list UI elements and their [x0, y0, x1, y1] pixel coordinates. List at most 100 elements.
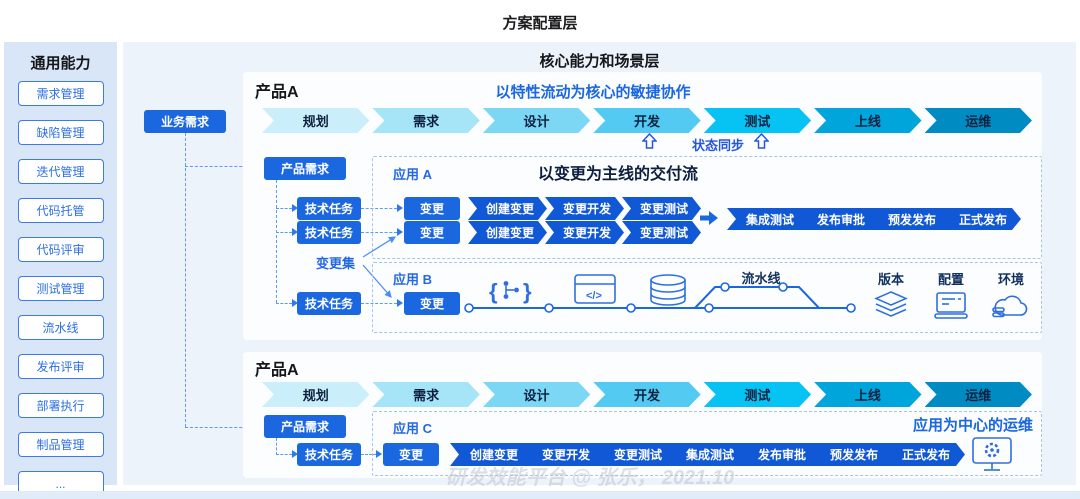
app-c-container	[372, 411, 1042, 476]
database-icon	[650, 274, 686, 306]
product-panel-2: 产品A 规划 需求 设计 开发 测试 上线 运维 产品需求 技术任务 应用 C …	[243, 352, 1042, 478]
delivery-flow-title: 以变更为主线的交付流	[537, 166, 698, 183]
core-layer-title: 核心能力和场景层	[539, 53, 660, 70]
svg-text:</>: </>	[586, 290, 602, 302]
flow-chevron-test: 变更测试	[622, 197, 701, 220]
flow-chevron-test: 变更测试	[622, 221, 701, 244]
git-icon: { }	[489, 279, 532, 304]
connector-line	[276, 208, 292, 209]
connector-line	[276, 454, 292, 455]
solution-config-layer-title: 方案配置层	[502, 15, 578, 32]
release-chevron-pre-release: 预发发布	[869, 208, 950, 230]
ops-title: 应用为中心的运维	[912, 417, 1033, 434]
product-requirement-box: 产品需求	[264, 157, 346, 180]
arrowhead-icon	[376, 450, 382, 458]
arrowhead-icon	[397, 204, 403, 212]
flow-chevron-develop: 变更开发	[522, 443, 605, 466]
connector-line	[361, 232, 397, 233]
sidebar-item-code-hosting: 代码托管	[17, 198, 104, 223]
business-requirement-box: 业务需求	[144, 110, 226, 133]
stage-operate: 运维	[925, 108, 1032, 133]
app-a-label: 应用 A	[393, 167, 433, 182]
release-chevron-integration-test: 集成测试	[727, 208, 808, 230]
connector-line	[185, 133, 186, 427]
connector-line	[276, 180, 277, 303]
monitor-gear-icon	[972, 437, 1012, 471]
sidebar-item-artifact-mgmt: 制品管理	[17, 432, 104, 457]
connector-line	[361, 208, 397, 209]
stage-pipeline: 规划 需求 设计 开发 测试 上线 运维	[262, 382, 1032, 407]
status-sync-label: 状态同步	[691, 138, 744, 153]
flow-chevron-pre-release: 预发发布	[810, 443, 893, 466]
flow-chevron-create: 创建变更	[450, 443, 533, 466]
flow-chevron-create: 创建变更	[468, 197, 547, 220]
stage-planning: 规划	[262, 382, 369, 407]
env-label: 环境	[997, 272, 1024, 287]
connector-line	[361, 303, 397, 304]
flow-chevron-approval: 发布审批	[738, 443, 821, 466]
arrowhead-icon	[292, 204, 298, 212]
artifact-env: 环境	[983, 269, 1039, 322]
sidebar-item-deploy-exec: 部署执行	[17, 393, 104, 418]
stage-operate: 运维	[925, 382, 1032, 407]
stage-develop: 开发	[593, 382, 700, 407]
arrowhead-icon	[397, 228, 403, 236]
change-box: 变更	[404, 292, 460, 315]
stage-design: 设计	[483, 108, 590, 133]
stage-planning: 规划	[262, 108, 369, 133]
svg-text:{: {	[489, 279, 498, 304]
flow-chevron-develop: 变更开发	[545, 221, 624, 244]
arrowhead-icon	[397, 299, 403, 307]
change-set-connector	[362, 236, 397, 298]
flow-chevron-create: 创建变更	[468, 221, 547, 244]
flow-arrow-icon	[700, 211, 718, 225]
connector-line	[185, 427, 257, 428]
connector-line	[185, 166, 257, 167]
arrowhead-icon	[292, 299, 298, 307]
stage-launch: 上线	[814, 108, 921, 133]
stage-requirement: 需求	[372, 108, 479, 133]
sidebar-title: 通用能力	[30, 55, 91, 72]
version-icon	[874, 291, 908, 317]
release-chevron-official-release: 正式发布	[940, 208, 1021, 230]
stage-develop: 开发	[593, 108, 700, 133]
stage-test: 测试	[704, 382, 811, 407]
connector-line	[361, 454, 376, 455]
app-b-container	[372, 262, 1042, 333]
up-arrow-icon	[754, 133, 769, 149]
env-icon	[992, 295, 1028, 318]
pipeline-graph: { } </>	[464, 274, 856, 313]
general-capabilities-panel: 通用能力 需求管理 缺陷管理 迭代管理 代码托管 代码评审 测试管理 流水线 发…	[4, 42, 117, 496]
pipeline-label: 流水线	[741, 271, 781, 286]
change-set-label: 变更集	[316, 256, 356, 271]
arrowhead-icon	[292, 450, 298, 458]
version-label: 版本	[877, 272, 904, 287]
tech-task-box: 技术任务	[297, 197, 361, 220]
release-chevron-release-approval: 发布审批	[798, 208, 879, 230]
stage-requirement: 需求	[372, 382, 479, 407]
tech-task-box: 技术任务	[297, 292, 361, 315]
app-a-container	[372, 156, 1042, 259]
connector-line	[276, 438, 277, 455]
sidebar-item-test-mgmt: 测试管理	[17, 276, 104, 301]
artifact-version: 版本	[863, 269, 919, 322]
sidebar-item-iteration-mgmt: 迭代管理	[17, 159, 104, 184]
product-title: 产品A	[255, 84, 299, 101]
up-arrow-icon	[642, 133, 657, 149]
bottom-strip	[0, 491, 1080, 499]
sidebar-item-release-review: 发布评审	[17, 354, 104, 379]
app-c-label: 应用 C	[393, 421, 433, 436]
flow-chevron-test: 变更测试	[594, 443, 677, 466]
tech-task-box: 技术任务	[297, 221, 361, 244]
config-icon	[934, 292, 968, 319]
change-box: 变更	[383, 443, 439, 466]
stage-launch: 上线	[814, 382, 921, 407]
sidebar-item-requirement-mgmt: 需求管理	[17, 81, 104, 106]
core-capability-scene-layer: 核心能力和场景层 业务需求 产品A 以特性流动为核心的敏捷协作 规划 需求 设计…	[123, 42, 1076, 485]
app-b-label: 应用 B	[393, 272, 433, 287]
connector-line	[276, 232, 292, 233]
stage-pipeline: 规划 需求 设计 开发 测试 上线 运维	[262, 108, 1032, 133]
sidebar-item-list: 需求管理 缺陷管理 迭代管理 代码托管 代码评审 测试管理 流水线 发布评审 部…	[4, 81, 117, 496]
product-title: 产品A	[255, 362, 299, 379]
sidebar-item-code-review: 代码评审	[17, 237, 104, 262]
